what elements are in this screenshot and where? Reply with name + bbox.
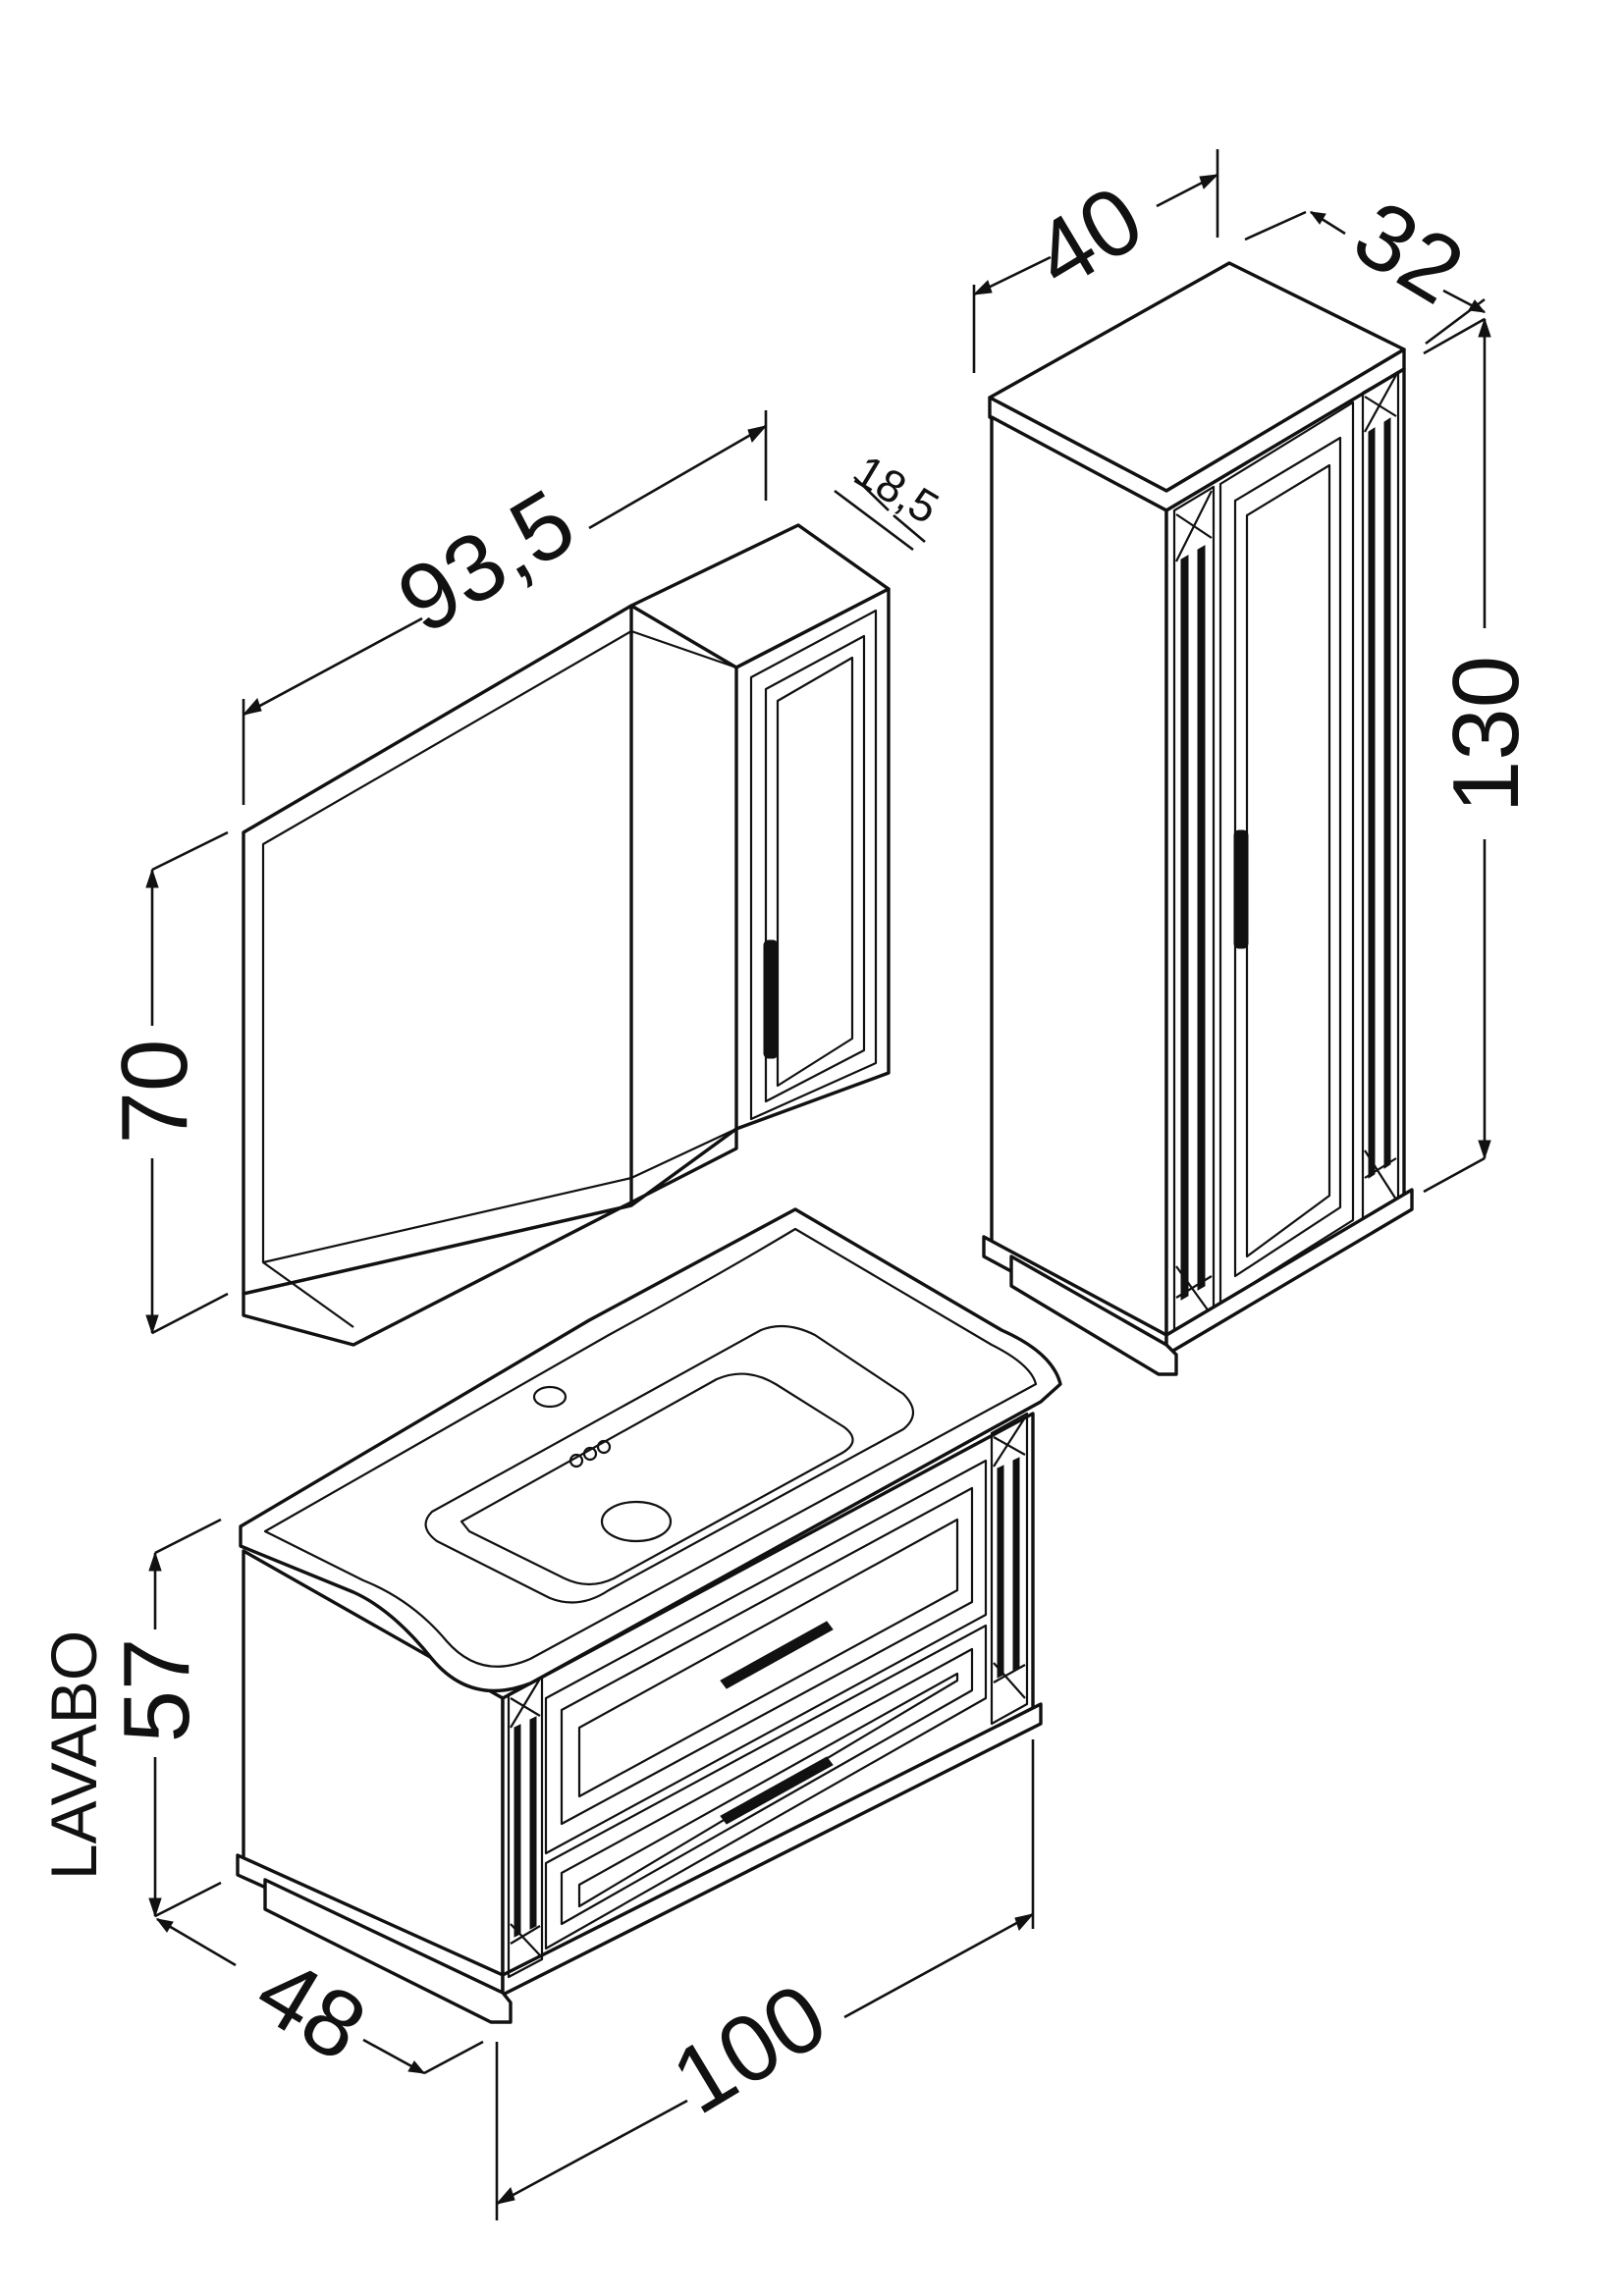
tall-cabinet <box>982 261 1414 1376</box>
tall-height-value: 130 <box>1434 656 1539 813</box>
dim-mirror-depth: 18,5 <box>834 445 947 552</box>
vanity-cabinet <box>236 1207 1062 2024</box>
mirror-cabinet <box>242 523 891 1347</box>
mirror-width-value: 93,5 <box>381 469 592 654</box>
top-drawer-handle <box>720 1621 834 1689</box>
tall-cabinet-handle <box>1233 829 1249 949</box>
overflow-hole-1 <box>568 1453 584 1468</box>
overflow-hole-2 <box>582 1446 598 1462</box>
mirror-cabinet-handle <box>763 939 779 1059</box>
tall-width-value: 40 <box>1016 166 1161 310</box>
drain <box>600 1500 673 1543</box>
overflow-hole-3 <box>596 1439 612 1455</box>
vanity-width-value: 100 <box>655 1963 843 2134</box>
bottom-drawer-handle <box>720 1756 834 1825</box>
mirror-depth-value: 18,5 <box>845 445 947 534</box>
dim-mirror-height: 70 <box>102 830 229 1335</box>
dim-tall-height: 130 <box>1423 317 1539 1194</box>
dim-vanity-height: 57 <box>104 1518 222 1918</box>
tap-hole <box>532 1385 568 1409</box>
tall-depth-value: 32 <box>1336 181 1481 325</box>
mirror-height-value: 70 <box>102 1040 207 1145</box>
vanity-name-label: LAVABO <box>37 1630 110 1880</box>
vanity-height-value: 57 <box>104 1638 209 1743</box>
